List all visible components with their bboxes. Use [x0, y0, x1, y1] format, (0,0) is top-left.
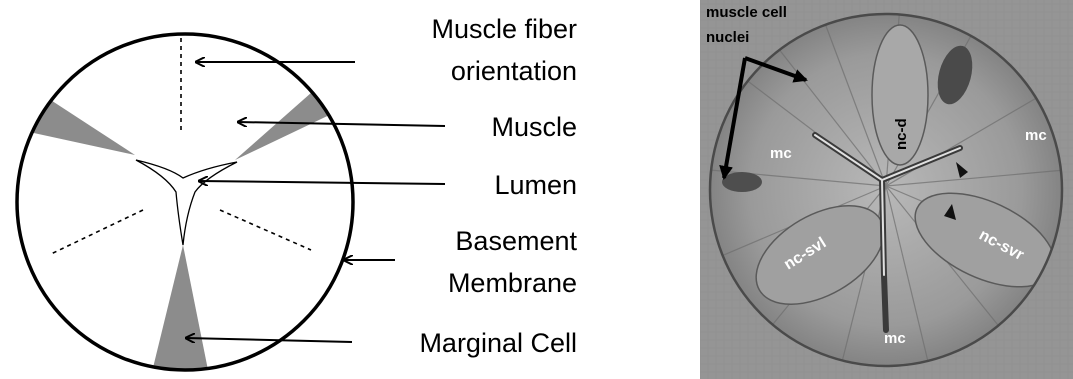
fiber-orientation-line-right: [220, 210, 311, 250]
schematic-diagram: Muscle fiber orientation Muscle Lumen Ba…: [17, 14, 577, 379]
label-mc-top-right: mc: [1025, 127, 1047, 144]
arrow-lumen: [199, 181, 445, 184]
label-basement-line2: Membrane: [448, 268, 577, 298]
arrow-marginal-cell: [186, 338, 352, 342]
label-nc-d: nc-d: [893, 118, 910, 150]
label-fiber-orientation-line2: orientation: [451, 56, 577, 86]
nucleus-dark-left: [722, 172, 762, 192]
label-mc-bottom: mc: [884, 330, 906, 347]
label-basement-line1: Basement: [455, 226, 577, 256]
marginal-cell-wedge-left: [20, 80, 135, 155]
label-nuclei-line1: muscle cell: [706, 4, 787, 21]
label-marginal-cell: Marginal Cell: [419, 328, 577, 358]
fiber-orientation-line-left: [51, 210, 143, 254]
label-muscle: Muscle: [491, 112, 577, 142]
label-fiber-orientation-line1: Muscle fiber: [431, 14, 577, 44]
arrow-muscle: [238, 122, 445, 126]
label-lumen: Lumen: [494, 170, 577, 200]
electron-micrograph: muscle cell nuclei mc mc mc nc-d nc-svl …: [700, 0, 1073, 379]
label-nuclei-line2: nuclei: [706, 29, 749, 46]
marginal-cell-wedge-bottom: [150, 245, 210, 379]
lumen-shape: [136, 160, 237, 245]
label-mc-top-left: mc: [770, 145, 792, 162]
